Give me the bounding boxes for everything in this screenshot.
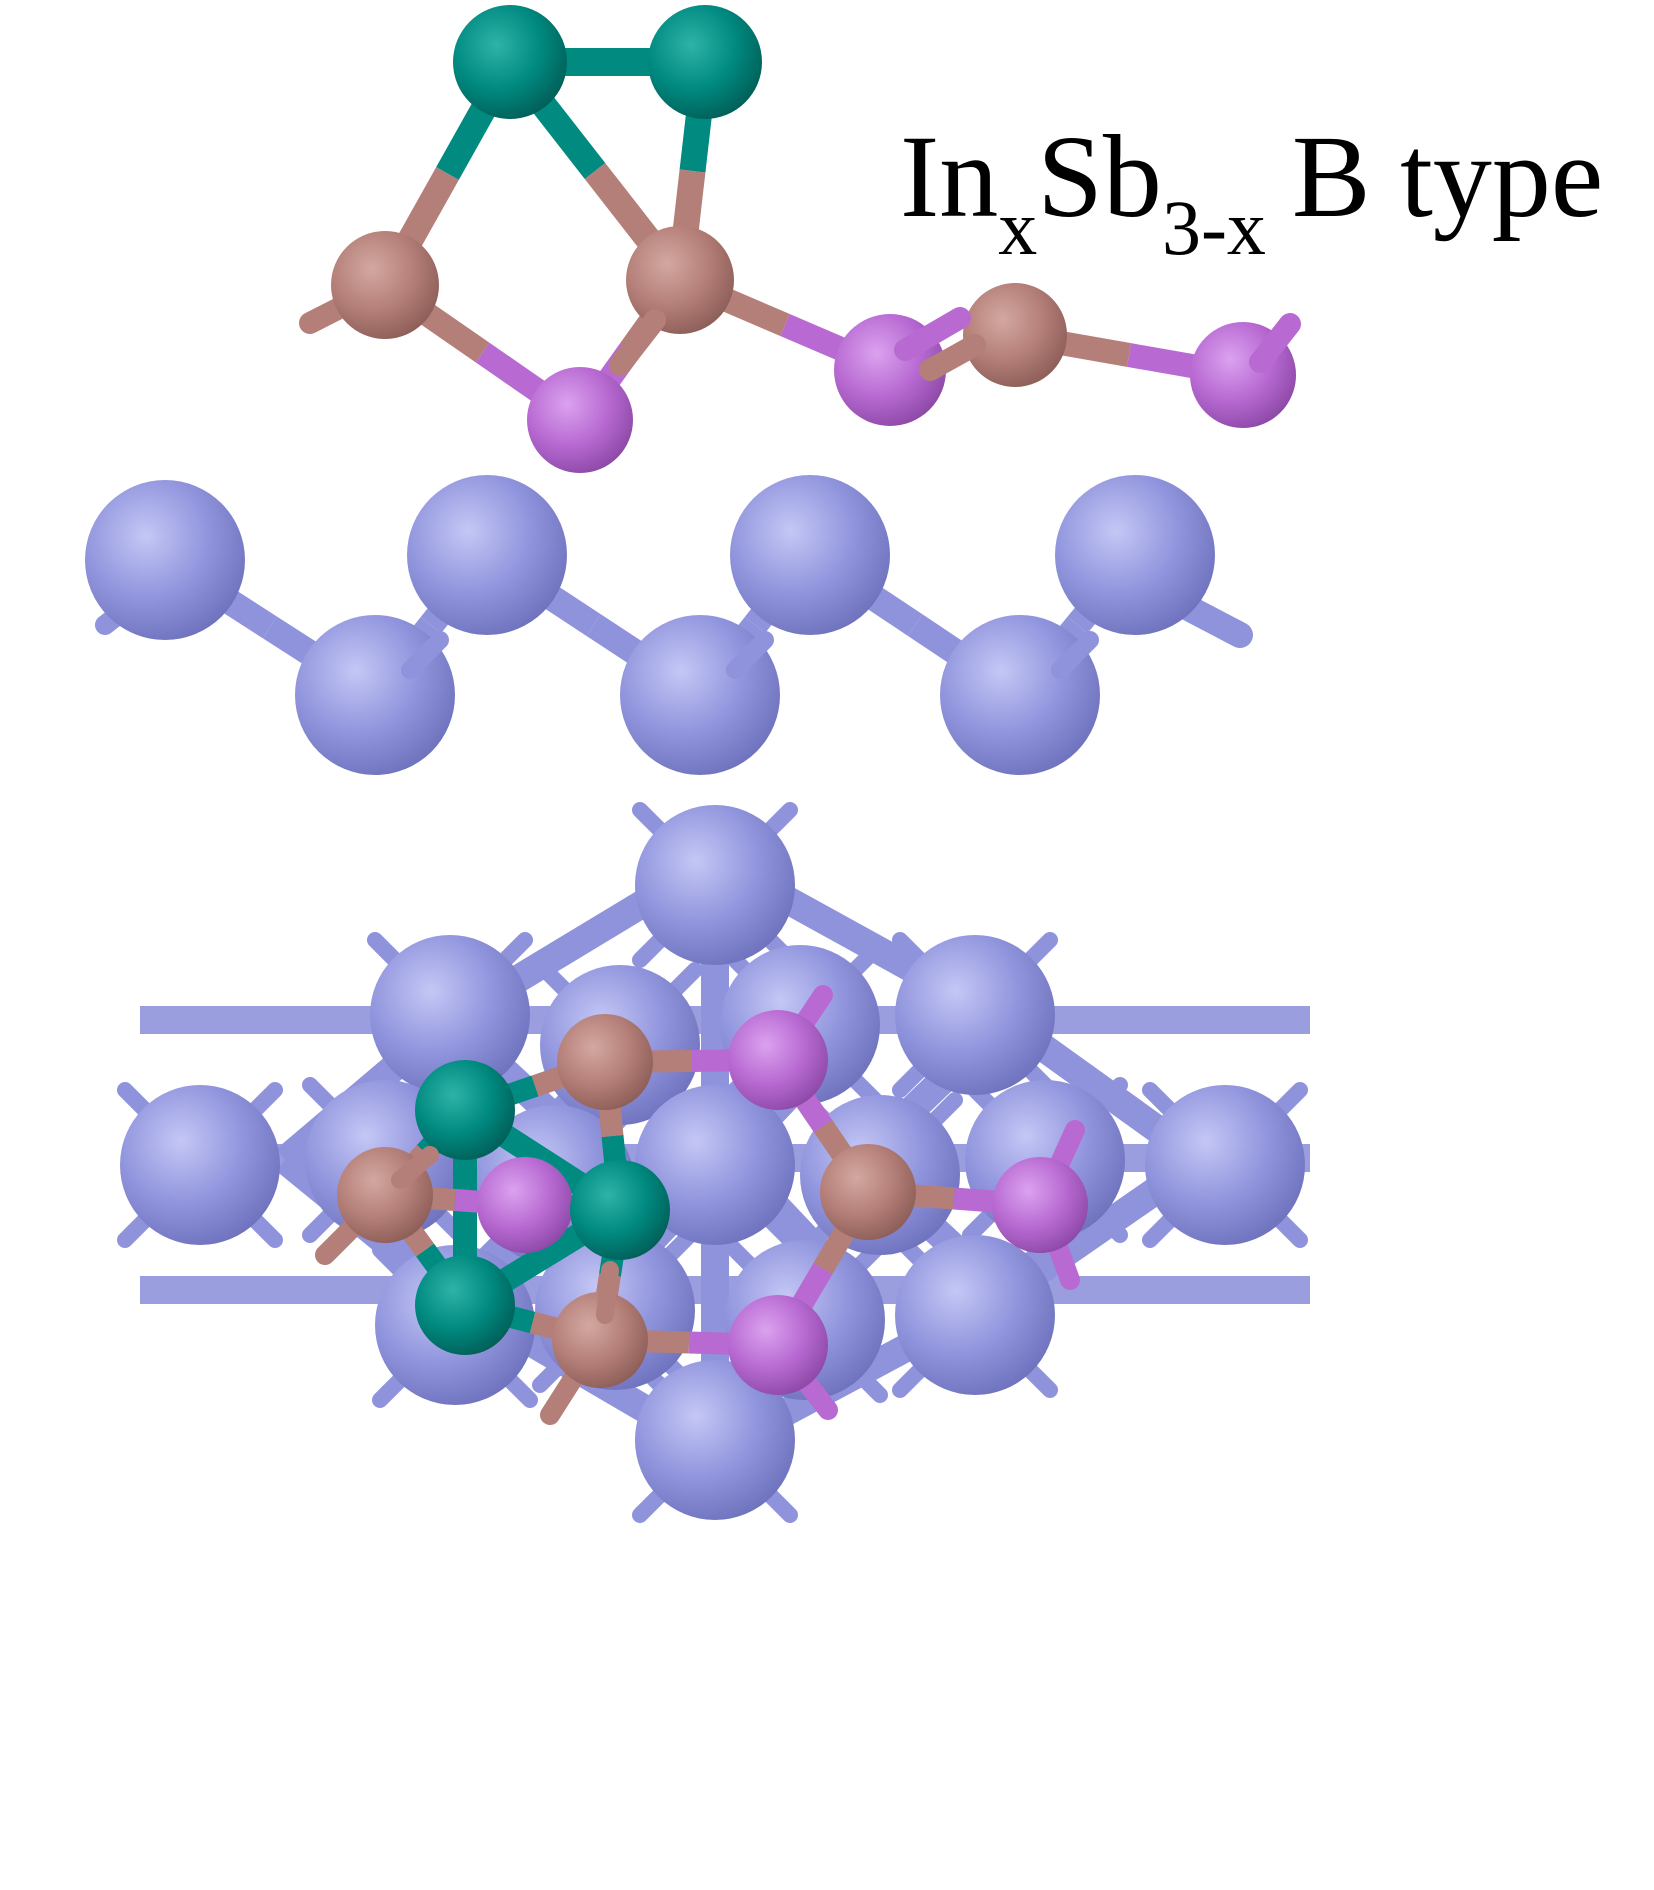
substrate-bond-stub bbox=[1092, 1207, 1128, 1243]
substrate-bond-stub bbox=[847, 942, 883, 978]
substrate-atom bbox=[1145, 1085, 1305, 1245]
antimony-atom bbox=[331, 231, 439, 339]
substrate-bond-stub bbox=[632, 802, 668, 838]
substrate-bond-stub bbox=[1272, 1212, 1308, 1248]
substrate-bond-stub bbox=[632, 932, 668, 968]
substrate-bond-stub bbox=[117, 1082, 153, 1118]
substrate-bond-stub bbox=[632, 1487, 668, 1523]
boron-atom bbox=[527, 367, 633, 473]
substrate-bond-stub bbox=[667, 962, 703, 998]
boron-atom bbox=[992, 1157, 1088, 1253]
substrate-bond-stub bbox=[117, 1212, 153, 1248]
substrate-bond-stub bbox=[1142, 1082, 1178, 1118]
side-view-atoms bbox=[85, 5, 1301, 775]
cluster-bond-stub bbox=[894, 307, 971, 361]
substrate-bond-stub bbox=[247, 1082, 283, 1118]
label-subscript-x: x bbox=[998, 184, 1038, 271]
cluster-bond-stub bbox=[919, 334, 986, 381]
substrate-atom bbox=[635, 1360, 795, 1520]
substrate-bond-stub bbox=[892, 932, 928, 968]
substrate-bond-stub bbox=[762, 1212, 798, 1248]
substrate-bond-stub bbox=[762, 802, 798, 838]
antimony-atom bbox=[557, 1014, 653, 1110]
substrate-atom bbox=[895, 1235, 1055, 1395]
substrate-bond-stub bbox=[367, 932, 403, 968]
substrate-bond-stub bbox=[726, 631, 774, 679]
indium-atom bbox=[415, 1255, 515, 1355]
substrate-bond-stub bbox=[1142, 1212, 1178, 1248]
substrate-bond-stub bbox=[1022, 932, 1058, 968]
substrate-atom bbox=[370, 935, 530, 1095]
substrate-bond-stub bbox=[1092, 1077, 1128, 1113]
substrate-bond-stub bbox=[372, 1372, 408, 1408]
substrate-bond-stub bbox=[927, 1092, 963, 1128]
label-subscript-3-x: 3-x bbox=[1161, 184, 1266, 271]
boron-atom bbox=[477, 1157, 573, 1253]
substrate-bond-stub bbox=[502, 1372, 538, 1408]
boron-atom bbox=[728, 1010, 828, 1110]
indium-atom bbox=[415, 1060, 515, 1160]
antimony-atom bbox=[820, 1144, 916, 1240]
substrate-atom bbox=[407, 475, 567, 635]
cluster-bond-stub bbox=[391, 1146, 439, 1189]
substrate-bond-stub bbox=[401, 631, 449, 679]
substrate-atom bbox=[120, 1085, 280, 1245]
antimony-atom bbox=[626, 226, 734, 334]
substrate-atom bbox=[635, 805, 795, 965]
substrate-atom bbox=[895, 935, 1055, 1095]
substrate-bond-stub bbox=[852, 1367, 888, 1403]
substrate-bond-stub bbox=[1051, 631, 1099, 679]
substrate-bond-stub bbox=[1022, 1362, 1058, 1398]
substrate-bond-stub bbox=[892, 1362, 928, 1398]
indium-atom bbox=[570, 1160, 670, 1260]
substrate-bond-stub bbox=[537, 962, 573, 998]
substrate-atom bbox=[1055, 475, 1215, 635]
substrate-bond-stub bbox=[247, 1212, 283, 1248]
antimony-atom bbox=[552, 1292, 648, 1388]
cluster-bond-stub bbox=[1249, 313, 1301, 373]
substrate-atom bbox=[85, 480, 245, 640]
boron-atom bbox=[728, 1295, 828, 1395]
label-element-in: In bbox=[900, 111, 999, 242]
label-suffix: B type bbox=[1291, 111, 1604, 242]
substrate-bond-stub bbox=[1272, 1082, 1308, 1118]
top-view-atoms bbox=[117, 802, 1308, 1523]
substrate-bond-stub bbox=[302, 1207, 338, 1243]
substrate-bond-stub bbox=[532, 1357, 568, 1393]
indium-atom bbox=[648, 5, 762, 119]
substrate-bond-stub bbox=[762, 1487, 798, 1523]
substrate-atom bbox=[730, 475, 890, 635]
label-element-sb: Sb bbox=[1037, 111, 1162, 242]
substrate-bond-stub bbox=[722, 1237, 758, 1273]
cluster-bond-stub bbox=[596, 1261, 619, 1324]
substrate-bond-stub bbox=[962, 1207, 998, 1243]
substrate-bond-stub bbox=[372, 1242, 408, 1278]
substrate-atom bbox=[635, 1085, 795, 1245]
substrate-atom bbox=[940, 615, 1100, 775]
antimony-atom bbox=[963, 283, 1067, 387]
substrate-bond-stub bbox=[302, 1077, 338, 1113]
cluster-bond-stub bbox=[609, 309, 666, 376]
indium-atom bbox=[453, 5, 567, 119]
substrate-bond-stub bbox=[892, 1062, 928, 1098]
substrate-bond-stub bbox=[497, 932, 533, 968]
